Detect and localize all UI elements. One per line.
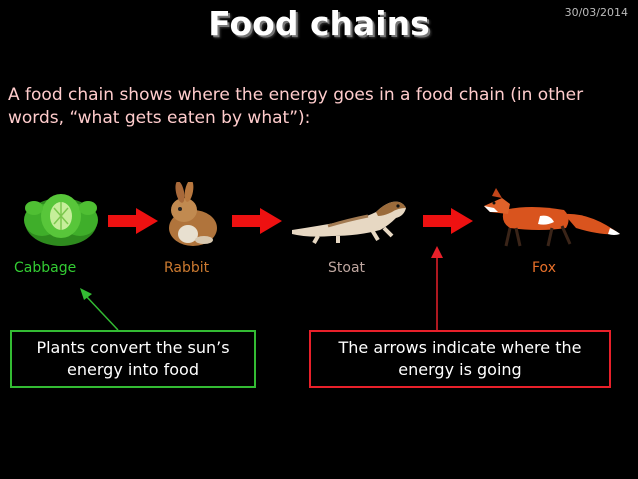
intro-text: A food chain shows where the energy goes… xyxy=(8,85,584,128)
arrows-note-box: The arrows indicate where the energy is … xyxy=(309,330,611,388)
label-stoat: Stoat xyxy=(328,260,366,276)
arrow-stoat-to-fox xyxy=(423,208,473,234)
green-pointer-line xyxy=(80,288,119,331)
label-cabbage: Cabbage xyxy=(14,260,77,276)
arrows-note-text: The arrows indicate where the energy is … xyxy=(338,338,582,379)
fox-icon xyxy=(484,188,620,247)
slide-title: Food chains xyxy=(208,4,430,43)
stoat-icon xyxy=(292,201,406,244)
rabbit-icon xyxy=(169,182,217,246)
label-fox: Fox xyxy=(532,260,556,276)
slide-date: 30/03/2014 xyxy=(564,6,628,19)
plants-note-box: Plants convert the sun’s energy into foo… xyxy=(10,330,256,388)
cabbage-icon xyxy=(24,194,98,246)
plants-note-text: Plants convert the sun’s energy into foo… xyxy=(36,338,230,379)
arrow-cabbage-to-rabbit xyxy=(108,208,158,234)
label-rabbit: Rabbit xyxy=(164,260,210,276)
red-pointer-line xyxy=(431,246,443,330)
arrow-rabbit-to-stoat xyxy=(232,208,282,234)
